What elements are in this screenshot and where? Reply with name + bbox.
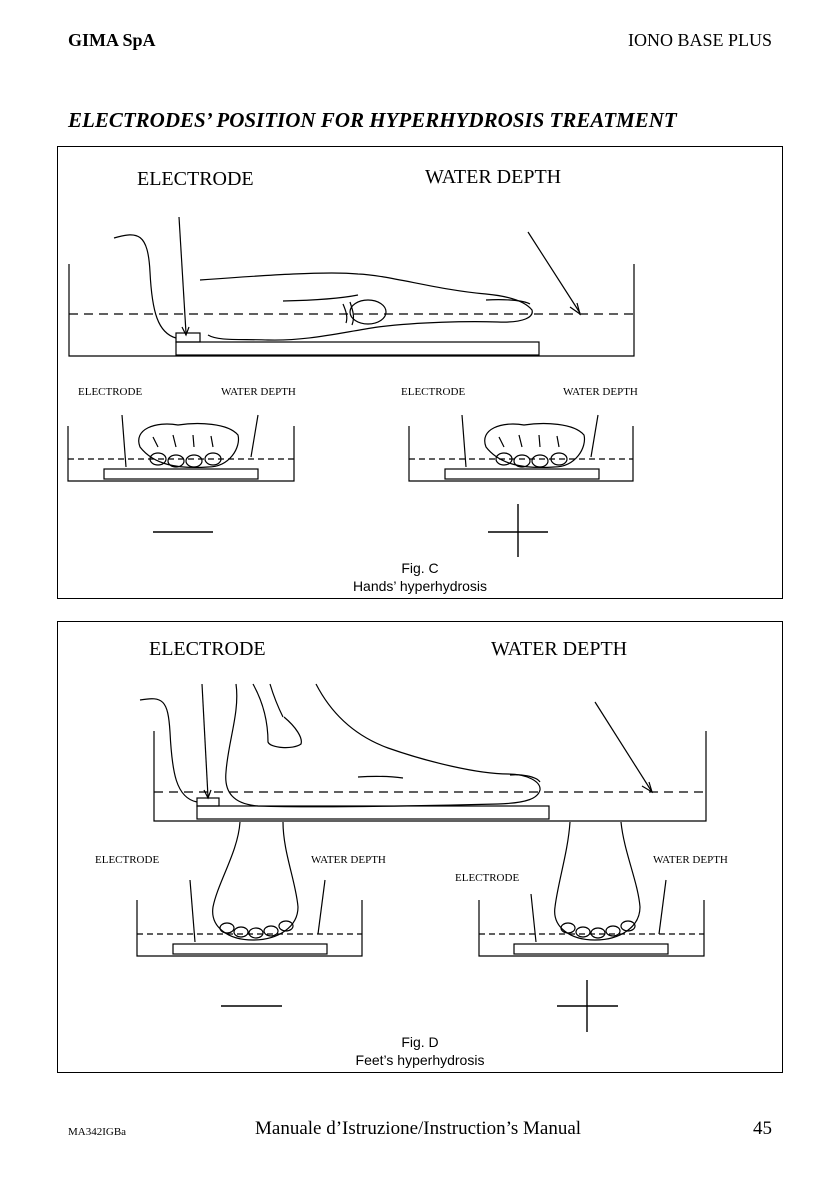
electrode-arrow bbox=[201, 683, 209, 798]
small-tray-right bbox=[408, 426, 634, 482]
water-depth-label: WATER DEPTH bbox=[425, 166, 562, 188]
hand-tray bbox=[68, 264, 635, 357]
electrode-cable bbox=[113, 234, 177, 339]
manual-title: Manuale d’Istruzione/Instruction’s Manua… bbox=[255, 1118, 582, 1139]
foot-tray bbox=[153, 731, 707, 822]
page-number: 45 bbox=[753, 1118, 772, 1139]
right-water-depth-label: WATER DEPTH bbox=[563, 386, 638, 398]
figure-c-panel: ELECTRODE WATER DEPTH ELECTRODE WATER DE… bbox=[57, 146, 783, 599]
electrode-arrow bbox=[178, 216, 187, 334]
small-tray-left bbox=[67, 426, 295, 482]
right-electrode-label: ELECTRODE bbox=[401, 386, 466, 398]
product-name: IONO BASE PLUS bbox=[627, 30, 772, 50]
hands-illustration bbox=[67, 216, 635, 557]
figure-c-caption: Hands’ hyperhydrosis bbox=[352, 578, 488, 594]
left-water-depth-label: WATER DEPTH bbox=[221, 386, 296, 398]
right-water-depth-label: WATER DEPTH bbox=[653, 854, 728, 866]
small-tray-left bbox=[136, 900, 363, 957]
electrode-label: ELECTRODE bbox=[137, 168, 254, 190]
small-tray-right bbox=[478, 900, 705, 957]
electrode-connector bbox=[175, 332, 201, 343]
figure-c-label: Fig. C bbox=[401, 560, 439, 576]
section-title: ELECTRODES’ POSITION FOR HYPERHYDROSIS T… bbox=[68, 108, 677, 132]
water-depth-arrow bbox=[594, 701, 653, 793]
figure-d-caption: Feet’s hyperhydrosis bbox=[355, 1052, 485, 1068]
figure-d-panel: ELECTRODE WATER DEPTH ELECTRODE WATER DE… bbox=[57, 621, 783, 1073]
left-water-depth-label: WATER DEPTH bbox=[311, 854, 386, 866]
electrode-plate bbox=[175, 341, 540, 356]
water-depth-label: WATER DEPTH bbox=[491, 638, 628, 660]
electrode-cable bbox=[139, 698, 198, 803]
electrode-plate bbox=[196, 805, 550, 820]
document-code: MA342IGBa bbox=[68, 1126, 127, 1138]
feet-illustration bbox=[136, 683, 707, 1032]
left-electrode-label: ELECTRODE bbox=[78, 386, 143, 398]
water-depth-arrow bbox=[527, 231, 581, 314]
left-electrode-label: ELECTRODE bbox=[95, 854, 160, 866]
right-electrode-label: ELECTRODE bbox=[455, 872, 520, 884]
electrode-label: ELECTRODE bbox=[149, 638, 266, 660]
figure-d-label: Fig. D bbox=[401, 1034, 439, 1050]
company-name: GIMA SpA bbox=[68, 30, 156, 50]
